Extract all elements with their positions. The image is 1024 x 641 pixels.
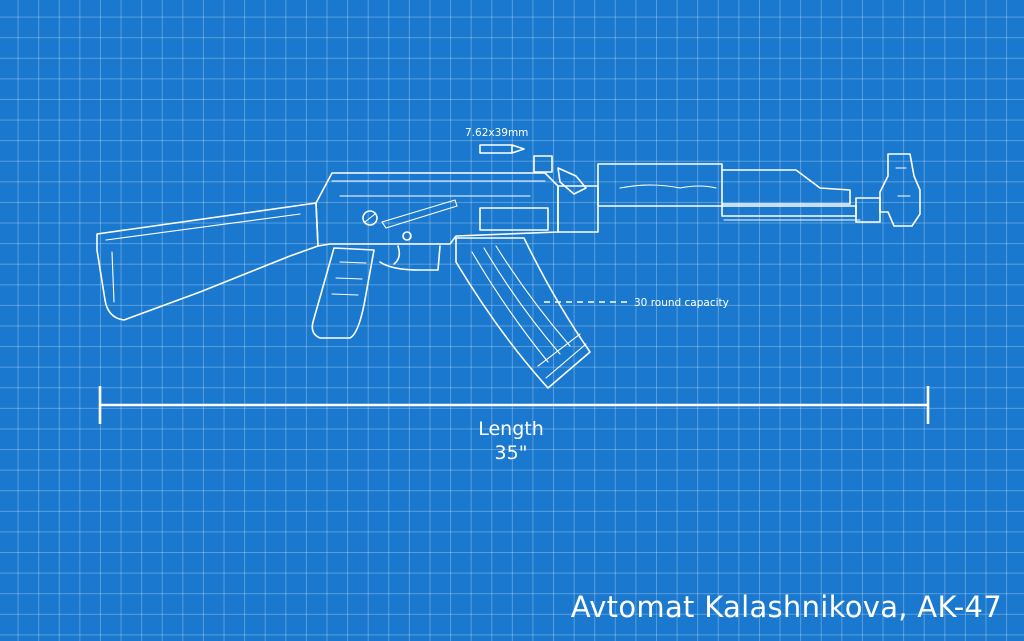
- stock-inner-line: [105, 213, 301, 303]
- blueprint-title: Avtomat Kalashnikova, AK-47: [570, 590, 1002, 624]
- trigger-guard: [379, 245, 441, 271]
- caliber-label: 7.62x39mm: [465, 127, 529, 139]
- rifle-magazine: [455, 237, 591, 389]
- rifle-receiver: [315, 172, 559, 247]
- rear-sight: [533, 155, 587, 195]
- cartridge-icon: [479, 144, 525, 154]
- front-sight: [879, 153, 921, 227]
- length-label: Length: [478, 418, 544, 440]
- selector-pivot-slot: [364, 213, 376, 223]
- pistol-grip: [311, 247, 375, 339]
- rifle-barrel: [721, 205, 857, 217]
- handguard-vent: [619, 184, 717, 189]
- gas-tube: [721, 169, 851, 205]
- receiver-pin: [402, 231, 412, 241]
- lower-handguard: [557, 185, 599, 233]
- front-sight-post: [895, 167, 911, 197]
- magazine-base: [537, 333, 587, 379]
- trigger: [393, 245, 401, 265]
- magazine-ribs: [471, 245, 571, 363]
- length-value: 35": [494, 442, 528, 464]
- selector-pivot: [362, 210, 378, 226]
- rifle-stock: [96, 202, 319, 321]
- grip-texture: [331, 261, 367, 296]
- muzzle: [855, 197, 881, 223]
- receiver-top-line: [331, 180, 546, 197]
- selector-lever: [381, 199, 458, 229]
- capacity-label: 30 round capacity: [634, 297, 729, 309]
- dust-cover-panel: [479, 207, 549, 231]
